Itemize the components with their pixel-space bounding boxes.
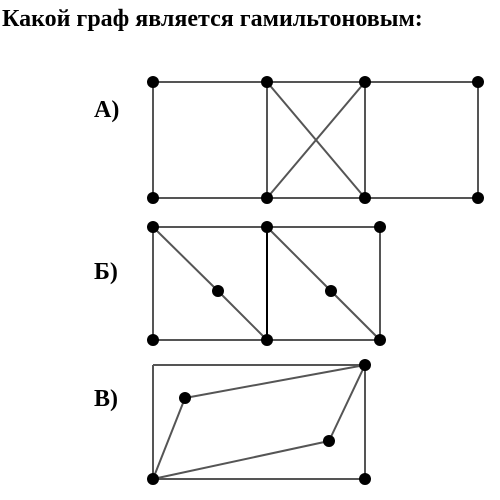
graph-b-vertex (374, 334, 386, 346)
graph-c-vertex (323, 435, 335, 447)
graph-a-vertex (472, 192, 484, 204)
graph-a-vertex (472, 76, 484, 88)
graph-c-vertex (179, 392, 191, 404)
graph-a-vertex (359, 76, 371, 88)
graph-a-vertex (147, 192, 159, 204)
graph-b-edge (330, 290, 381, 341)
graph-b-edge (152, 226, 219, 292)
graph-b-vertex (212, 285, 224, 297)
graph-c-edge (152, 397, 186, 480)
option-label-a: А) (94, 97, 120, 123)
graph-b-vertex (261, 221, 273, 233)
graph-b (147, 221, 386, 346)
graph-b-edge (266, 226, 332, 292)
graph-b-vertex (147, 221, 159, 233)
graph-c-edge (328, 364, 366, 442)
graph-b-vertex (325, 285, 337, 297)
option-label-b: Б) (94, 259, 118, 285)
graph-c-vertex (359, 359, 371, 371)
graph-c (147, 359, 371, 485)
graph-a-vertex (359, 192, 371, 204)
question-title: Какой граф является гамильтоновым: (2, 6, 423, 32)
graph-b-vertex (374, 221, 386, 233)
graph-c-vertex (359, 473, 371, 485)
graph-a-vertex (261, 192, 273, 204)
graph-a-vertex (261, 76, 273, 88)
graph-b-vertex (147, 334, 159, 346)
graph-c-vertex (147, 473, 159, 485)
graph-b-vertex (261, 334, 273, 346)
graph-a (147, 76, 484, 204)
graph-c-edge (152, 440, 330, 480)
graph-c-edge (184, 364, 366, 399)
graph-b-edge (217, 290, 268, 341)
graph-a-edge (266, 81, 366, 199)
graph-a-vertex (147, 76, 159, 88)
option-label-c: В) (94, 386, 118, 412)
